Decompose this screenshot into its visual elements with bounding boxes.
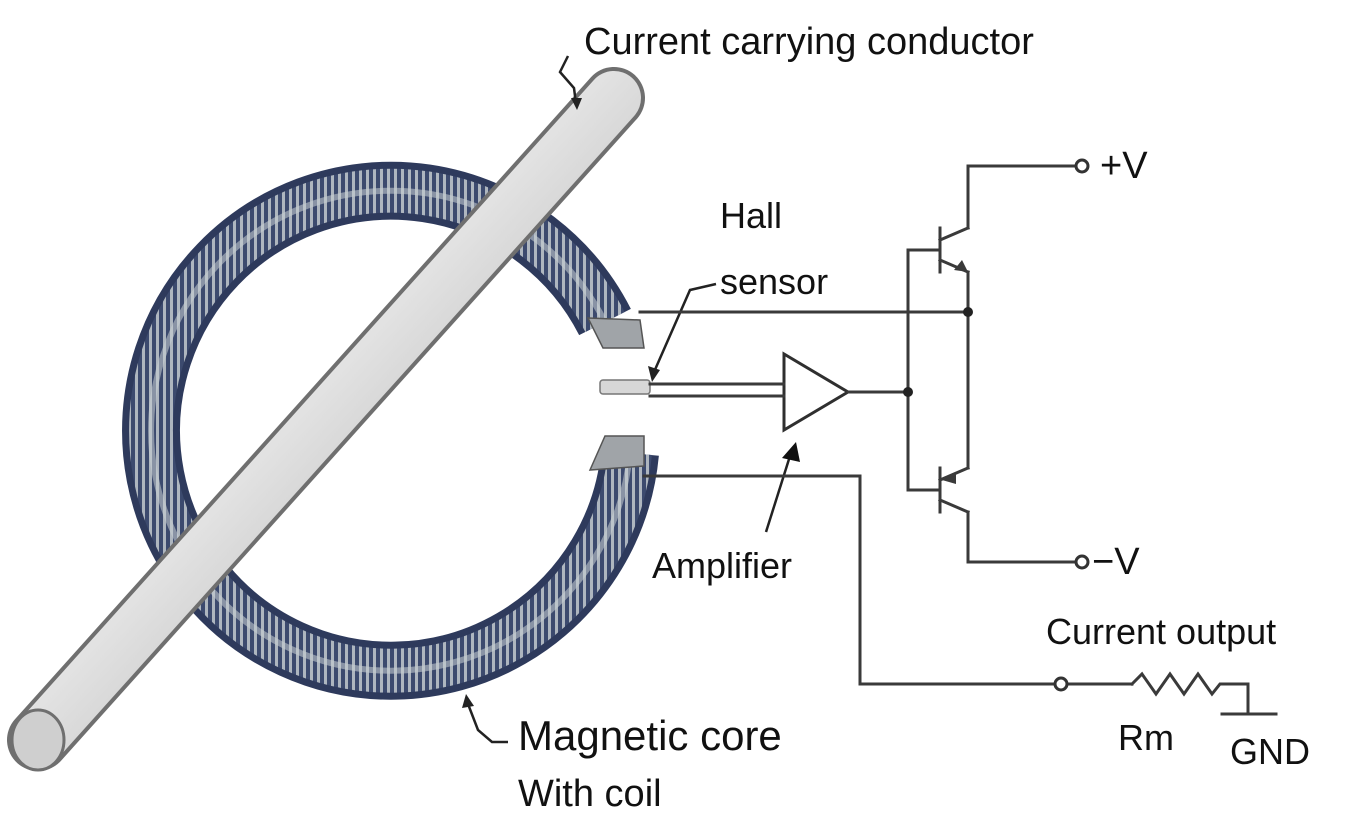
label-resistor: Rm bbox=[1118, 717, 1174, 758]
label-core: Magnetic core bbox=[518, 712, 782, 759]
circuit-wiring bbox=[638, 164, 1134, 686]
terminal-pos-supply bbox=[1074, 158, 1090, 174]
hall-sensor-pointer bbox=[652, 282, 717, 373]
hall-sensor-arrowhead bbox=[648, 366, 660, 382]
conductor-pointer bbox=[558, 55, 578, 105]
lower-transistor bbox=[938, 466, 970, 514]
terminal-current-output bbox=[1053, 676, 1069, 692]
label-sensor: sensor bbox=[720, 261, 828, 302]
core-arrowhead bbox=[462, 694, 474, 708]
conductor-arrowhead bbox=[571, 98, 582, 110]
core-pole-upper bbox=[586, 317, 645, 349]
amplifier-symbol bbox=[782, 351, 851, 433]
label-amplifier: Amplifier bbox=[652, 545, 792, 586]
label-hall: Hall bbox=[720, 195, 782, 236]
core-pole-lower bbox=[588, 435, 645, 471]
junction-emitter bbox=[963, 307, 973, 317]
magnetic-core-coil bbox=[122, 161, 659, 700]
label-coil: With coil bbox=[518, 773, 662, 815]
label-pos-supply: +V bbox=[1100, 145, 1148, 187]
upper-transistor bbox=[938, 226, 970, 274]
core-pointer bbox=[466, 703, 508, 744]
amplifier-arrowhead bbox=[782, 442, 800, 462]
label-neg-supply: −V bbox=[1092, 541, 1140, 583]
resistor-rm bbox=[1129, 671, 1250, 714]
terminal-neg-supply bbox=[1074, 554, 1090, 570]
label-ground: GND bbox=[1230, 731, 1310, 772]
junction-amp-output bbox=[903, 387, 913, 397]
current-carrying-conductor bbox=[7, 67, 645, 772]
label-conductor: Current carrying conductor bbox=[584, 21, 1034, 63]
label-current-output: Current output bbox=[1046, 611, 1276, 652]
amplifier-pointer bbox=[764, 455, 792, 533]
hall-sensor-element bbox=[599, 379, 651, 395]
